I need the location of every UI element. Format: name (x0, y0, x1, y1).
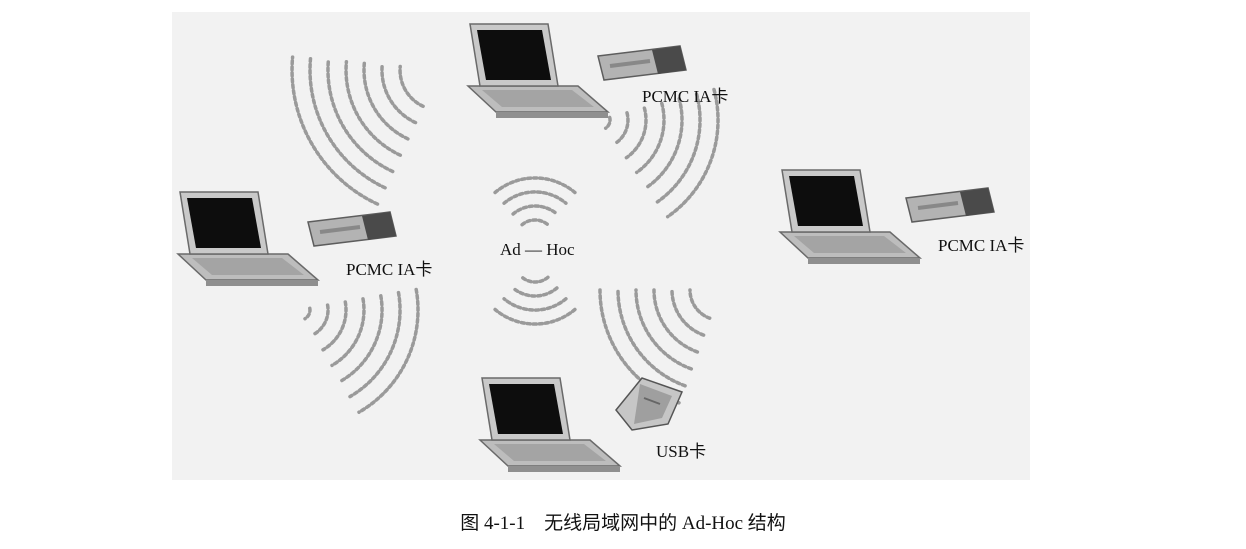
node-top-label: PCMC IA卡 (642, 82, 728, 107)
node-right-label: PCMC IA卡 (938, 231, 1024, 256)
node-left-label: PCMC IA卡 (346, 255, 432, 280)
adhoc-center-label: Ad — Hoc (500, 240, 575, 260)
figure-caption: 图 4-1-1 无线局域网中的 Ad-Hoc 结构 (0, 508, 1246, 535)
node-bottom-label: USB卡 (656, 437, 706, 462)
